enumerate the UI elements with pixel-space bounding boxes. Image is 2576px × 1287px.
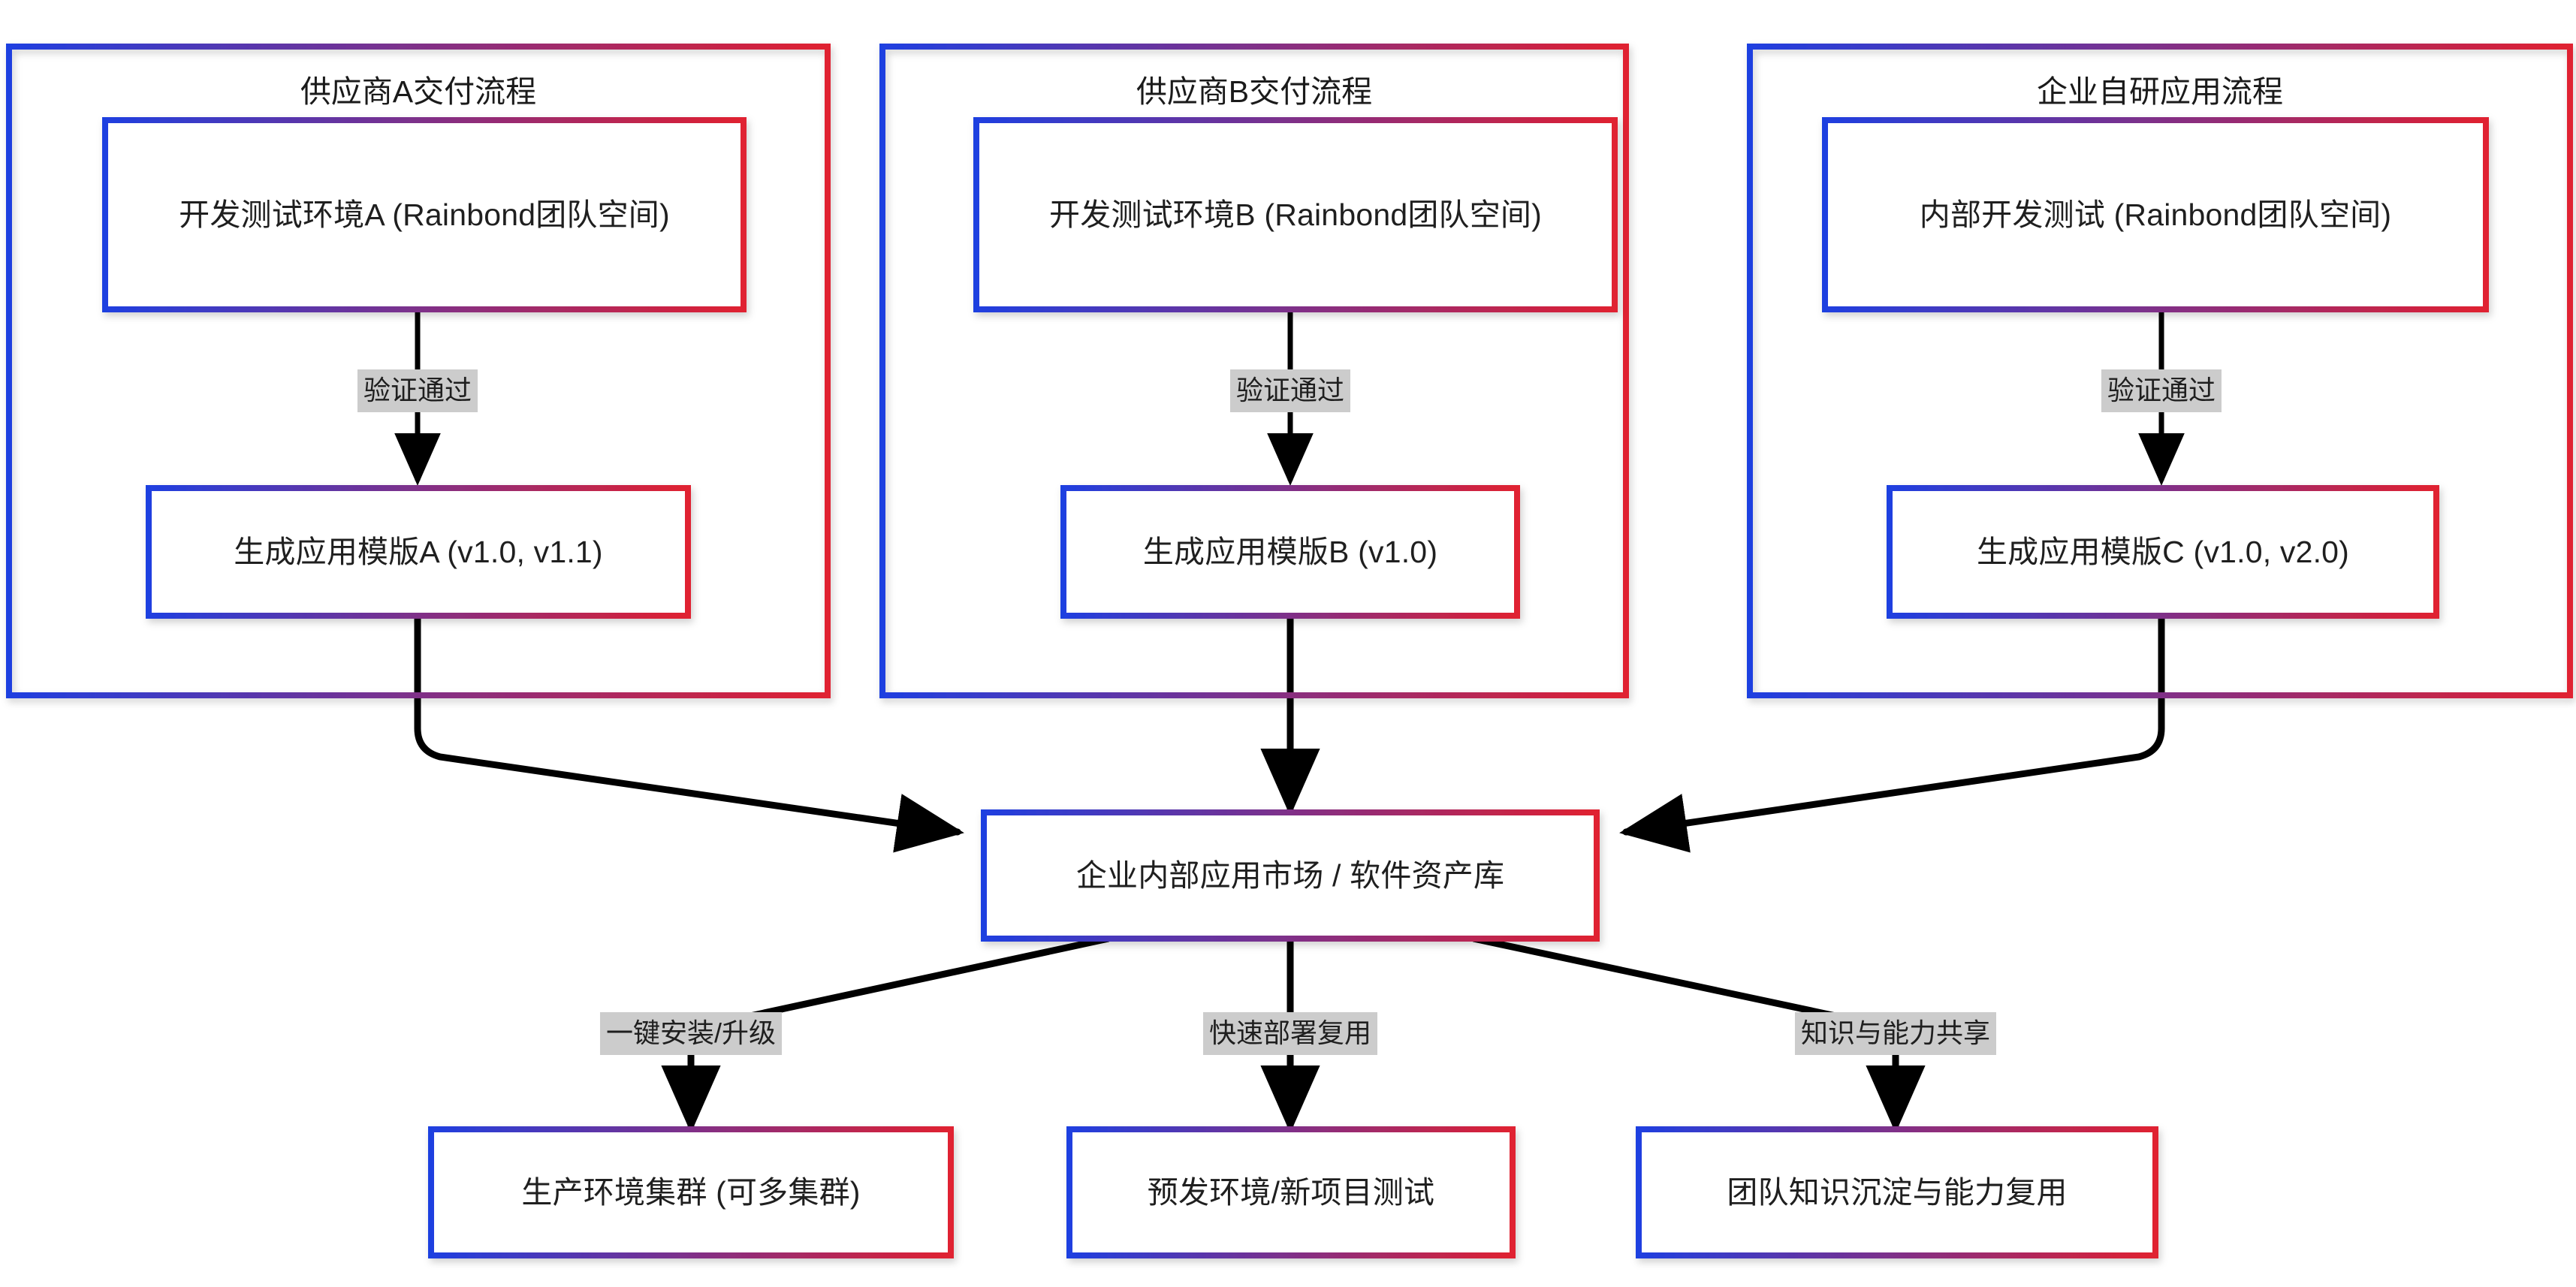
node-box-prod-cluster	[428, 1126, 954, 1258]
node-box-template-b	[1060, 485, 1520, 619]
node-devtest-internal[interactable]: 内部开发测试 (Rainbond团队空间)	[1919, 197, 2392, 232]
edge-template-a-to-app-market	[414, 612, 964, 853]
subgraph-title-self-developed: 企业自研应用流程	[2037, 74, 2283, 109]
node-box-devtest-b	[973, 117, 1618, 312]
node-knowledge[interactable]: 团队知识沉淀与能力复用	[1727, 1174, 2068, 1210]
node-prod-cluster[interactable]: 生产环境集群 (可多集群)	[521, 1174, 861, 1210]
node-box-devtest-internal	[1822, 117, 2489, 312]
node-box-template-c	[1887, 485, 2439, 619]
node-box-devtest-a	[102, 117, 747, 312]
subgraph-title-supplier-b: 供应商B交付流程	[1136, 74, 1373, 109]
subgraph-self-developed	[1747, 44, 2573, 698]
node-box-knowledge	[1636, 1126, 2158, 1258]
node-box-staging	[1066, 1126, 1516, 1258]
node-app-market[interactable]: 企业内部应用市场 / 软件资产库	[1075, 857, 1505, 893]
edge-label-one-click-install: 一键安装/升级	[599, 1012, 783, 1056]
subgraph-title-supplier-a: 供应商A交付流程	[300, 74, 537, 109]
edge-template-c-to-app-market	[1619, 612, 2165, 853]
edge-label-verify-a: 验证通过	[357, 369, 478, 413]
subgraph-supplier-a	[6, 44, 831, 698]
edge-label-knowledge-sharing: 知识与能力共享	[1794, 1012, 1997, 1056]
node-devtest-b[interactable]: 开发测试环境B (Rainbond团队空间)	[1049, 197, 1542, 232]
edge-label-fast-deploy-reuse: 快速部署复用	[1202, 1012, 1378, 1056]
node-devtest-a[interactable]: 开发测试环境A (Rainbond团队空间)	[179, 197, 670, 232]
node-box-template-a	[146, 485, 691, 619]
node-template-a[interactable]: 生成应用模版A (v1.0, v1.1)	[234, 534, 603, 569]
node-box-app-market	[981, 809, 1600, 942]
edge-label-verify-b: 验证通过	[1229, 369, 1351, 413]
subgraph-supplier-b	[879, 44, 1629, 698]
edge-label-verify-c: 验证通过	[2101, 369, 2222, 413]
node-template-c[interactable]: 生成应用模版C (v1.0, v2.0)	[1976, 534, 2350, 569]
node-staging[interactable]: 预发环境/新项目测试	[1147, 1174, 1435, 1210]
node-template-b[interactable]: 生成应用模版B (v1.0)	[1142, 534, 1438, 569]
